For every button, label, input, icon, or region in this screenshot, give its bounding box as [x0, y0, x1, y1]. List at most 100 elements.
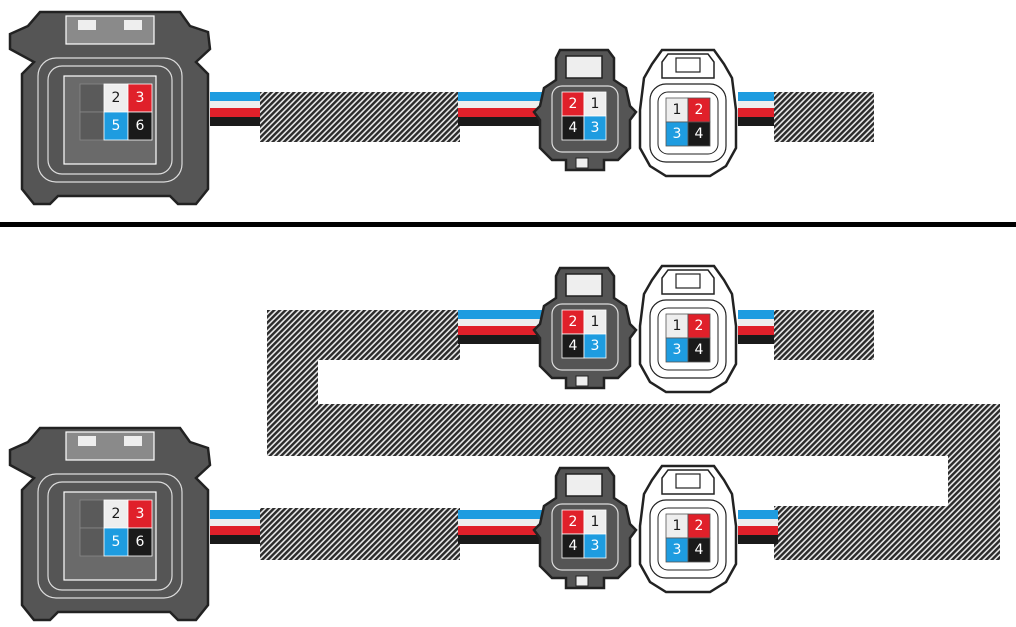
- wire-red: [738, 326, 778, 335]
- pin-cell: [127, 527, 153, 557]
- tab-slot: [124, 436, 142, 446]
- wire-blue: [458, 92, 546, 101]
- tab-slot: [675, 57, 701, 73]
- wire-blue: [210, 510, 262, 519]
- pin-cell-empty: [79, 111, 105, 141]
- locking-tab: [661, 469, 715, 495]
- wire-bundle-top-left: [210, 92, 262, 126]
- wire-red: [458, 526, 546, 535]
- wire-red: [738, 108, 778, 117]
- wire-white: [458, 319, 546, 326]
- wire-white: [738, 101, 778, 108]
- seal-ring-inner: [657, 307, 719, 371]
- pin-label: 2: [112, 506, 121, 522]
- pin-cell: [127, 83, 153, 113]
- wire-blue: [738, 510, 778, 519]
- inner-seal: [47, 65, 173, 175]
- sleeve-loop: [267, 310, 1000, 560]
- wire-white: [738, 519, 778, 526]
- wire-blue: [458, 310, 546, 319]
- wire-white: [738, 319, 778, 326]
- pin-cell: [583, 533, 607, 559]
- wire-blue: [458, 510, 546, 519]
- pin-label: 2: [569, 314, 578, 330]
- pin-label: 1: [591, 314, 600, 330]
- seal-ring-outer: [649, 499, 727, 579]
- pin-label: 4: [695, 542, 704, 558]
- wire-black: [210, 535, 262, 544]
- wire-bundle-loop-top-right: [738, 310, 778, 344]
- pin-cell: [583, 333, 607, 359]
- pin-label: 3: [136, 90, 145, 106]
- pin-label: 1: [673, 102, 682, 118]
- pin-label: 1: [591, 514, 600, 530]
- pin-label: 2: [695, 102, 704, 118]
- wire-blue: [738, 310, 778, 319]
- pin-label: 6: [136, 534, 145, 550]
- pin-label: 4: [695, 342, 704, 358]
- pin-label: 3: [673, 126, 682, 142]
- locking-tab: [661, 269, 715, 295]
- pin-label: 1: [673, 518, 682, 534]
- divider-line: [0, 222, 1016, 227]
- key-slot: [575, 575, 589, 587]
- pin-label: 4: [569, 538, 578, 554]
- wire-red: [738, 526, 778, 535]
- locking-tab: [661, 53, 715, 79]
- tab-slot: [124, 20, 142, 30]
- wire-bundle-top-right: [738, 92, 778, 126]
- pin-cell-empty: [79, 499, 105, 529]
- locking-tab: [565, 55, 603, 79]
- tab-slot: [78, 436, 96, 446]
- key-slot: [575, 375, 589, 387]
- outer-seal: [37, 57, 183, 183]
- wire-white: [458, 101, 546, 108]
- outer-seal: [37, 473, 183, 599]
- pin-label: 3: [136, 506, 145, 522]
- wire-bundle-bottom-mid: [458, 510, 546, 544]
- pin-label: 5: [112, 534, 121, 550]
- pin-label: 2: [112, 90, 121, 106]
- seal-ring-inner: [657, 91, 719, 155]
- sleeve-bottom: [260, 508, 460, 560]
- pin-label: 3: [591, 338, 600, 354]
- tab-slot: [78, 20, 96, 30]
- wire-red: [458, 326, 546, 335]
- pin-cell: [583, 115, 607, 141]
- pin-label: 4: [569, 338, 578, 354]
- pin-label: 1: [591, 96, 600, 112]
- pin-cell: [687, 537, 711, 563]
- pin-label: 4: [695, 126, 704, 142]
- pin-label: 3: [591, 538, 600, 554]
- wire-bundle-bottom-right: [738, 510, 778, 544]
- sleeve-top-right: [774, 92, 874, 142]
- pin-label: 2: [695, 318, 704, 334]
- pin-label: 4: [569, 120, 578, 136]
- seal-ring: [551, 503, 619, 571]
- seal-ring: [551, 303, 619, 371]
- pin-cell: [687, 337, 711, 363]
- pin-label: 2: [569, 514, 578, 530]
- key-slot: [575, 157, 589, 169]
- locking-tab: [565, 473, 603, 497]
- wire-black: [210, 117, 262, 126]
- inner-seal: [47, 481, 173, 591]
- wire-black: [458, 335, 546, 344]
- seal-ring-outer: [649, 299, 727, 379]
- wire-blue: [738, 92, 778, 101]
- wire-blue: [210, 92, 262, 101]
- wire-black: [738, 335, 778, 344]
- wire-white: [210, 519, 262, 526]
- wire-bundle-bottom-left: [210, 510, 262, 544]
- wire-bundle-top-mid: [458, 92, 546, 126]
- pin-cell: [127, 499, 153, 529]
- pin-label: 5: [112, 118, 121, 134]
